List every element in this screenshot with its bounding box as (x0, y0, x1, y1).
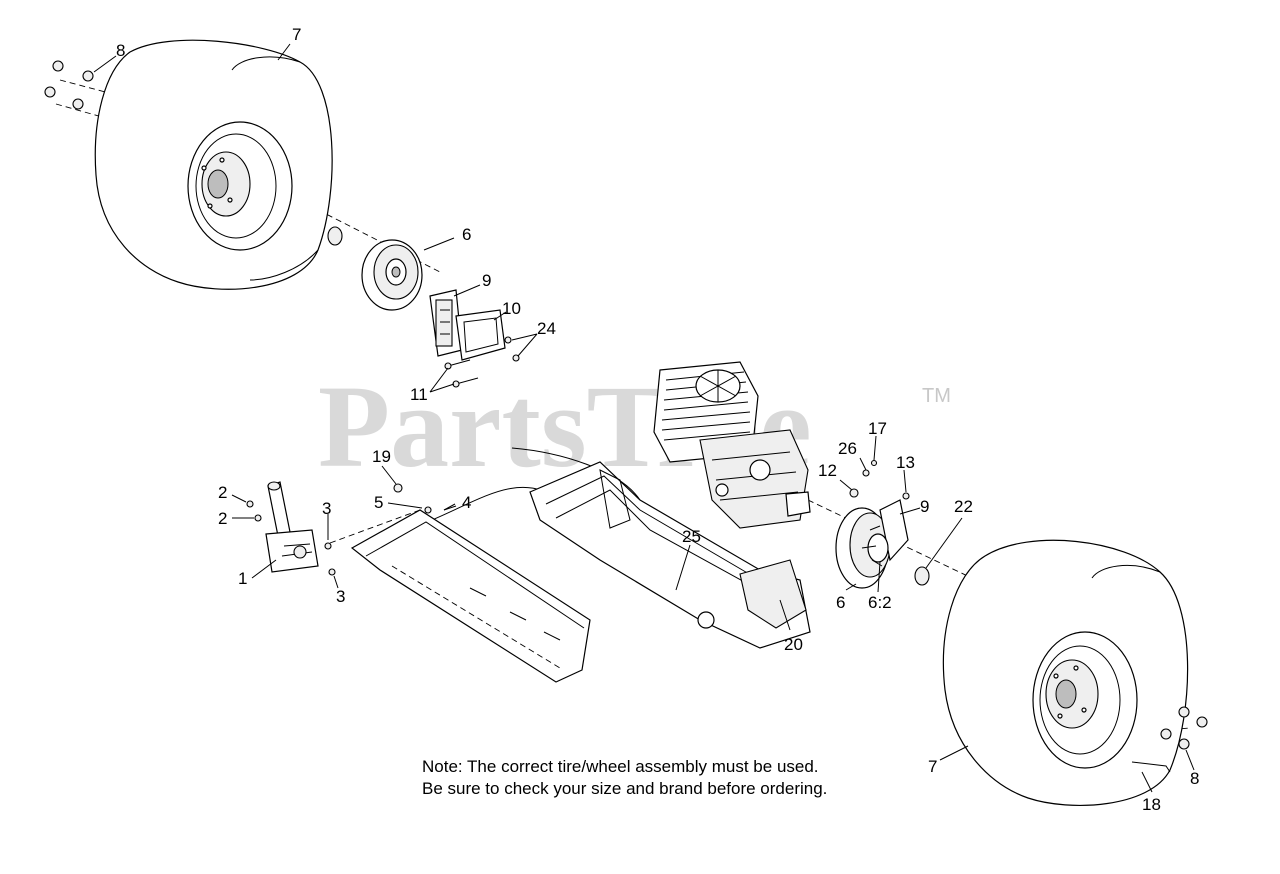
callout-17: 17 (868, 419, 887, 438)
brake-caliper-top (429, 289, 463, 357)
callout-25: 25 (682, 527, 701, 546)
callout-3a: 3 (322, 499, 331, 518)
callout-7-bottom: 7 (928, 757, 937, 776)
frame-main-rails (529, 461, 811, 649)
valve-stem-18 (1131, 761, 1171, 773)
ordering-note: Note: The correct tire/wheel assembly mu… (422, 757, 827, 798)
callout-3b: 3 (336, 587, 345, 606)
hub-nut-22 (914, 566, 930, 586)
callout-19: 19 (372, 447, 391, 466)
callout-11: 11 (410, 385, 428, 404)
callout-20: 20 (784, 635, 803, 654)
washers-24 (504, 336, 520, 362)
lug-nuts-top (44, 60, 94, 110)
callout-18: 18 (1142, 795, 1161, 814)
transaxle-assembly (699, 429, 811, 529)
callout-10: 10 (502, 299, 521, 318)
callout-22: 22 (954, 497, 973, 516)
callout-13: 13 (896, 453, 915, 472)
rear-wheel-right (942, 539, 1189, 806)
note-line-2: Be sure to check your size and brand bef… (422, 779, 827, 798)
frame-left-section (350, 509, 591, 683)
callout-2b: 2 (218, 509, 227, 528)
callout-26: 26 (838, 439, 857, 458)
callout-8-bottom: 8 (1190, 769, 1199, 788)
callout-6-top: 6 (462, 225, 471, 244)
callout-12: 12 (818, 461, 837, 480)
note-line-1: Note: The correct tire/wheel assembly mu… (422, 757, 819, 776)
brake-pulley-top (361, 239, 423, 311)
lug-nuts-bottom (1160, 706, 1208, 750)
callout-1: 1 (238, 569, 247, 588)
callout-6-2: 6:2 (868, 593, 892, 612)
callout-labels: 7 8 6 9 10 24 11 19 2 2 3 3 1 5 4 25 20 … (116, 25, 1199, 814)
callout-2a: 2 (218, 483, 227, 502)
callout-9-right: 9 (920, 497, 929, 516)
callout-24: 24 (537, 319, 556, 338)
callout-5: 5 (374, 493, 383, 512)
rear-wheel-left (94, 39, 333, 290)
steering-control-assembly (246, 481, 336, 576)
fittings-12-13-17-26 (849, 459, 910, 500)
brake-hub-right (835, 499, 909, 589)
callout-4: 4 (462, 493, 471, 512)
callout-9-top: 9 (482, 271, 491, 290)
callout-7-top: 7 (292, 25, 301, 44)
watermark-tm: TM (922, 385, 951, 407)
partstree-watermark: PartsTree TM (318, 361, 951, 492)
hub-nut-top (327, 226, 343, 246)
callout-6-right: 6 (836, 593, 845, 612)
brake-bracket (455, 309, 506, 361)
leader-lines (93, 43, 1195, 793)
callout-8-top: 8 (116, 41, 125, 60)
